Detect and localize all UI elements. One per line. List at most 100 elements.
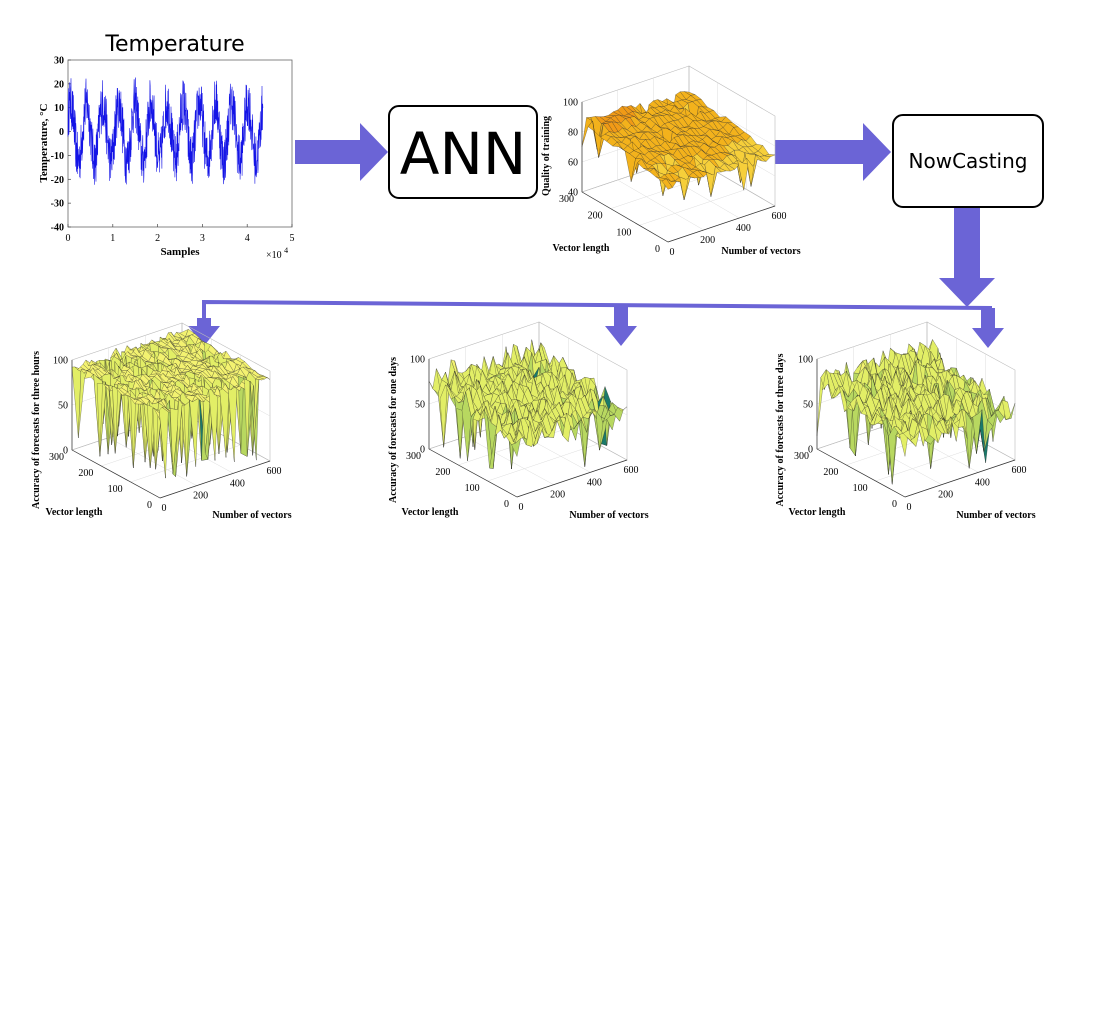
surface-mesh xyxy=(816,339,1016,485)
x-tick-label: 400 xyxy=(587,477,602,488)
y-tick-label: 0 xyxy=(892,499,897,510)
y-tick-label: 100 xyxy=(465,483,480,494)
y-tick-label: 100 xyxy=(616,227,631,238)
x-multiplier-base: ×10 xyxy=(266,250,282,261)
z-tick-label: 80 xyxy=(568,128,578,139)
y-tick-label: 200 xyxy=(435,467,450,478)
ann-box: ANN xyxy=(388,105,538,199)
z-tick-label: 50 xyxy=(803,400,813,411)
surface-mesh xyxy=(71,329,271,479)
y-axis-label: Vector length xyxy=(789,507,846,518)
arrow-nowcasting-down xyxy=(939,206,995,307)
x-axis-label: Number of vectors xyxy=(721,246,800,257)
x-tick-label: 600 xyxy=(772,211,787,222)
ann-label: ANN xyxy=(400,120,526,188)
nowcasting-label: NowCasting xyxy=(909,149,1028,173)
y-axis-label: Vector length xyxy=(46,507,103,518)
x-tick-label: 400 xyxy=(975,477,990,488)
x-tick-label: 200 xyxy=(193,491,208,502)
surface-axis-lines xyxy=(428,359,628,498)
x-tick-label: 200 xyxy=(700,235,715,246)
z-tick-label: 100 xyxy=(563,98,578,109)
x-tick-label: 5 xyxy=(290,233,295,244)
z-tick-label: 50 xyxy=(415,400,425,411)
x-tick-label: 200 xyxy=(938,490,953,501)
temperature-title: Temperature xyxy=(104,32,244,57)
z-axis-label: Accuracy of forecasts for three hours xyxy=(31,351,42,509)
z-tick-label: 0 xyxy=(63,446,68,457)
y-tick-label: 300 xyxy=(794,451,809,462)
x-tick-label: 0 xyxy=(162,503,167,514)
distribution-line xyxy=(202,299,992,328)
y-tick-label: 100 xyxy=(108,484,123,495)
surface-axis-lines xyxy=(816,359,1016,498)
y-tick-label: 200 xyxy=(78,468,93,479)
z-axis-label: Quality of training xyxy=(541,116,552,196)
y-tick-label: 300 xyxy=(406,451,421,462)
surface-mesh xyxy=(428,339,628,469)
y-tick-label: -10 xyxy=(51,151,64,162)
x-tick-label: 600 xyxy=(1012,465,1027,476)
surface-tick-labels: 0 200 400 600 300 200 100 0 100 50 0 xyxy=(794,355,1027,514)
z-tick-label: 60 xyxy=(568,158,578,169)
x-tick-label: 400 xyxy=(736,223,751,234)
x-tick-label: 0 xyxy=(66,233,71,244)
z-tick-label: 0 xyxy=(808,445,813,456)
y-tick-label: 300 xyxy=(49,452,64,463)
z-tick-label: 100 xyxy=(410,355,425,366)
y-tick-label: -30 xyxy=(51,199,64,210)
nowcasting-box: NowCasting xyxy=(892,114,1044,208)
x-tick-label: 600 xyxy=(624,465,639,476)
x-tick-label: 0 xyxy=(907,502,912,513)
z-axis-label: Accuracy of forecasts for one days xyxy=(388,357,399,503)
y-tick-label: 0 xyxy=(655,244,660,255)
y-tick-label: -20 xyxy=(51,175,64,186)
x-tick-label: 2 xyxy=(155,233,160,244)
y-tick-label: -40 xyxy=(51,223,64,234)
x-tick-label: 0 xyxy=(519,502,524,513)
x-axis-label: Number of vectors xyxy=(212,510,291,521)
temperature-series-line xyxy=(67,77,264,185)
y-tick-label: 0 xyxy=(59,127,64,138)
temperature-x-multiplier: ×10 4 xyxy=(266,246,288,261)
arrow-to-three-hours xyxy=(188,318,220,346)
y-axis-label: Vector length xyxy=(402,507,459,518)
y-tick-label: 30 xyxy=(54,56,64,67)
surface-axis-lines xyxy=(581,102,776,243)
x-tick-label: 0 xyxy=(670,247,675,258)
surface-axis-lines xyxy=(71,360,271,499)
x-tick-label: 400 xyxy=(230,478,245,489)
temperature-ylabel: Temperature, °C xyxy=(38,103,50,182)
z-axis-label: Accuracy of forecasts for three days xyxy=(775,353,786,506)
y-axis-label: Vector length xyxy=(553,243,610,254)
y-tick-label: 300 xyxy=(559,194,574,205)
z-tick-label: 50 xyxy=(58,401,68,412)
y-tick-label: 0 xyxy=(504,499,509,510)
z-tick-label: 100 xyxy=(53,356,68,367)
arrow-to-one-day xyxy=(605,306,637,346)
x-tick-label: 4 xyxy=(245,233,250,244)
y-tick-label: 200 xyxy=(588,211,603,222)
arrow-temperature-to-ann xyxy=(295,123,388,181)
surface-tick-labels: 0 200 400 600 300 200 100 0 100 50 0 xyxy=(406,355,639,514)
y-tick-label: 100 xyxy=(853,483,868,494)
arrow-to-three-days xyxy=(972,308,1004,348)
y-tick-label: 10 xyxy=(54,103,64,114)
surface-mesh xyxy=(581,91,776,200)
temperature-xlabel: Samples xyxy=(160,246,200,258)
z-tick-label: 100 xyxy=(798,355,813,366)
z-tick-label: 0 xyxy=(420,445,425,456)
y-tick-label: 200 xyxy=(823,467,838,478)
y-tick-label: 0 xyxy=(147,500,152,511)
x-multiplier-exp: 4 xyxy=(284,246,288,255)
y-tick-label: 20 xyxy=(54,79,64,90)
x-tick-label: 200 xyxy=(550,490,565,501)
